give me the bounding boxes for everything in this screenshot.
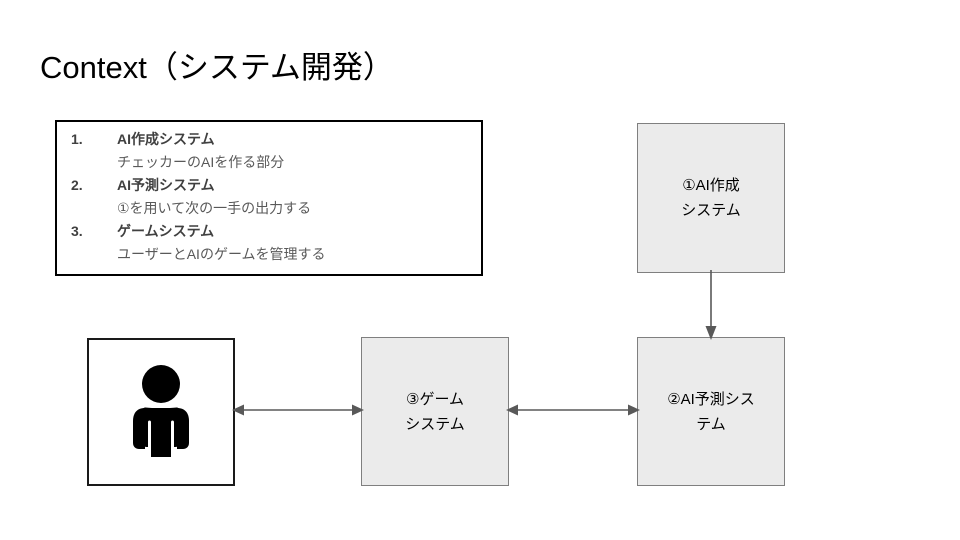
list-item-description: チェッカーのAIを作る部分 bbox=[117, 154, 285, 170]
list-item-number: 3. bbox=[71, 223, 83, 239]
person-icon bbox=[133, 365, 189, 457]
connector-user-game bbox=[232, 404, 364, 416]
node-ai-predict-system[interactable]: ②AI予測シス テム bbox=[637, 337, 785, 486]
node-ai-create-system[interactable]: ①AI作成 システム bbox=[637, 123, 785, 273]
list-item-number: 1. bbox=[71, 131, 83, 147]
list-item-title: AI作成システム bbox=[117, 131, 215, 147]
page-title: Context（システム開発） bbox=[40, 50, 394, 85]
system-list: 1. AI作成システム チェッカーのAIを作る部分 2. AI予測システム ①を… bbox=[67, 128, 477, 266]
list-item-title: AI予測システム bbox=[117, 177, 215, 193]
node-user[interactable] bbox=[87, 338, 235, 486]
list-item-description: ユーザーとAIのゲームを管理する bbox=[117, 246, 326, 262]
list-item: 3. ゲームシステム ユーザーとAIのゲームを管理する bbox=[67, 220, 477, 266]
connector-ai-create-ai-predict bbox=[705, 270, 717, 340]
list-item-number: 2. bbox=[71, 177, 83, 193]
list-item-title: ゲームシステム bbox=[117, 223, 215, 239]
node-game-system[interactable]: ③ゲーム システム bbox=[361, 337, 509, 486]
list-item: 2. AI予測システム ①を用いて次の一手の出力する bbox=[67, 174, 477, 220]
list-item-description: ①を用いて次の一手の出力する bbox=[117, 200, 312, 216]
connector-game-ai-predict bbox=[506, 404, 640, 416]
node-label: ①AI作成 システム bbox=[681, 177, 741, 219]
system-list-box: 1. AI作成システム チェッカーのAIを作る部分 2. AI予測システム ①を… bbox=[55, 120, 483, 276]
node-label: ③ゲーム システム bbox=[405, 390, 465, 433]
node-label: ②AI予測シス テム bbox=[667, 390, 755, 433]
list-item: 1. AI作成システム チェッカーのAIを作る部分 bbox=[67, 128, 477, 174]
